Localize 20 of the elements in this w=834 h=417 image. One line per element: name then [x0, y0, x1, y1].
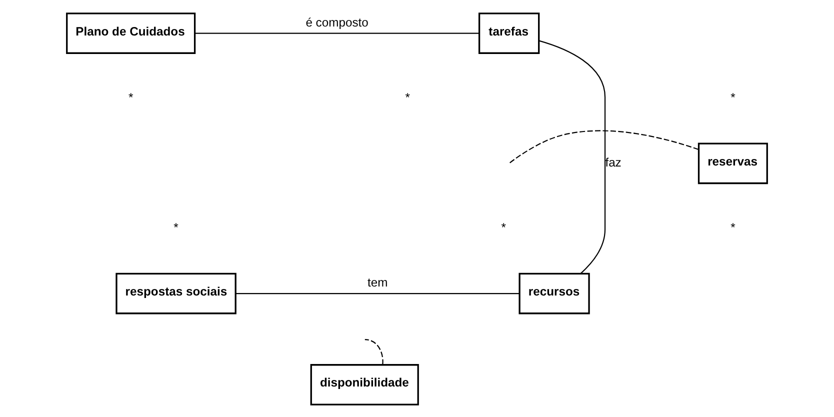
node-box: tarefas: [478, 12, 540, 54]
connector: [236, 292, 520, 294]
edge-label: tem: [367, 275, 388, 290]
label: *: [174, 220, 178, 234]
connector: [364, 338, 384, 364]
label: *: [730, 220, 736, 234]
edge-label: faz: [605, 154, 622, 169]
node-box: disponibilidade: [310, 364, 419, 405]
label: *: [405, 90, 410, 104]
node-box: reservas: [698, 142, 768, 184]
connector: [195, 32, 480, 34]
edge-label: é composto: [306, 14, 368, 29]
label: *: [730, 90, 736, 104]
node-box: Plano de Cuidados: [66, 12, 196, 54]
connector: [509, 130, 699, 164]
label: *: [128, 90, 134, 104]
connector: [538, 40, 606, 274]
node-box: recursos: [518, 272, 590, 314]
node-box: respostas sociais: [116, 272, 236, 314]
label: *: [501, 220, 506, 234]
